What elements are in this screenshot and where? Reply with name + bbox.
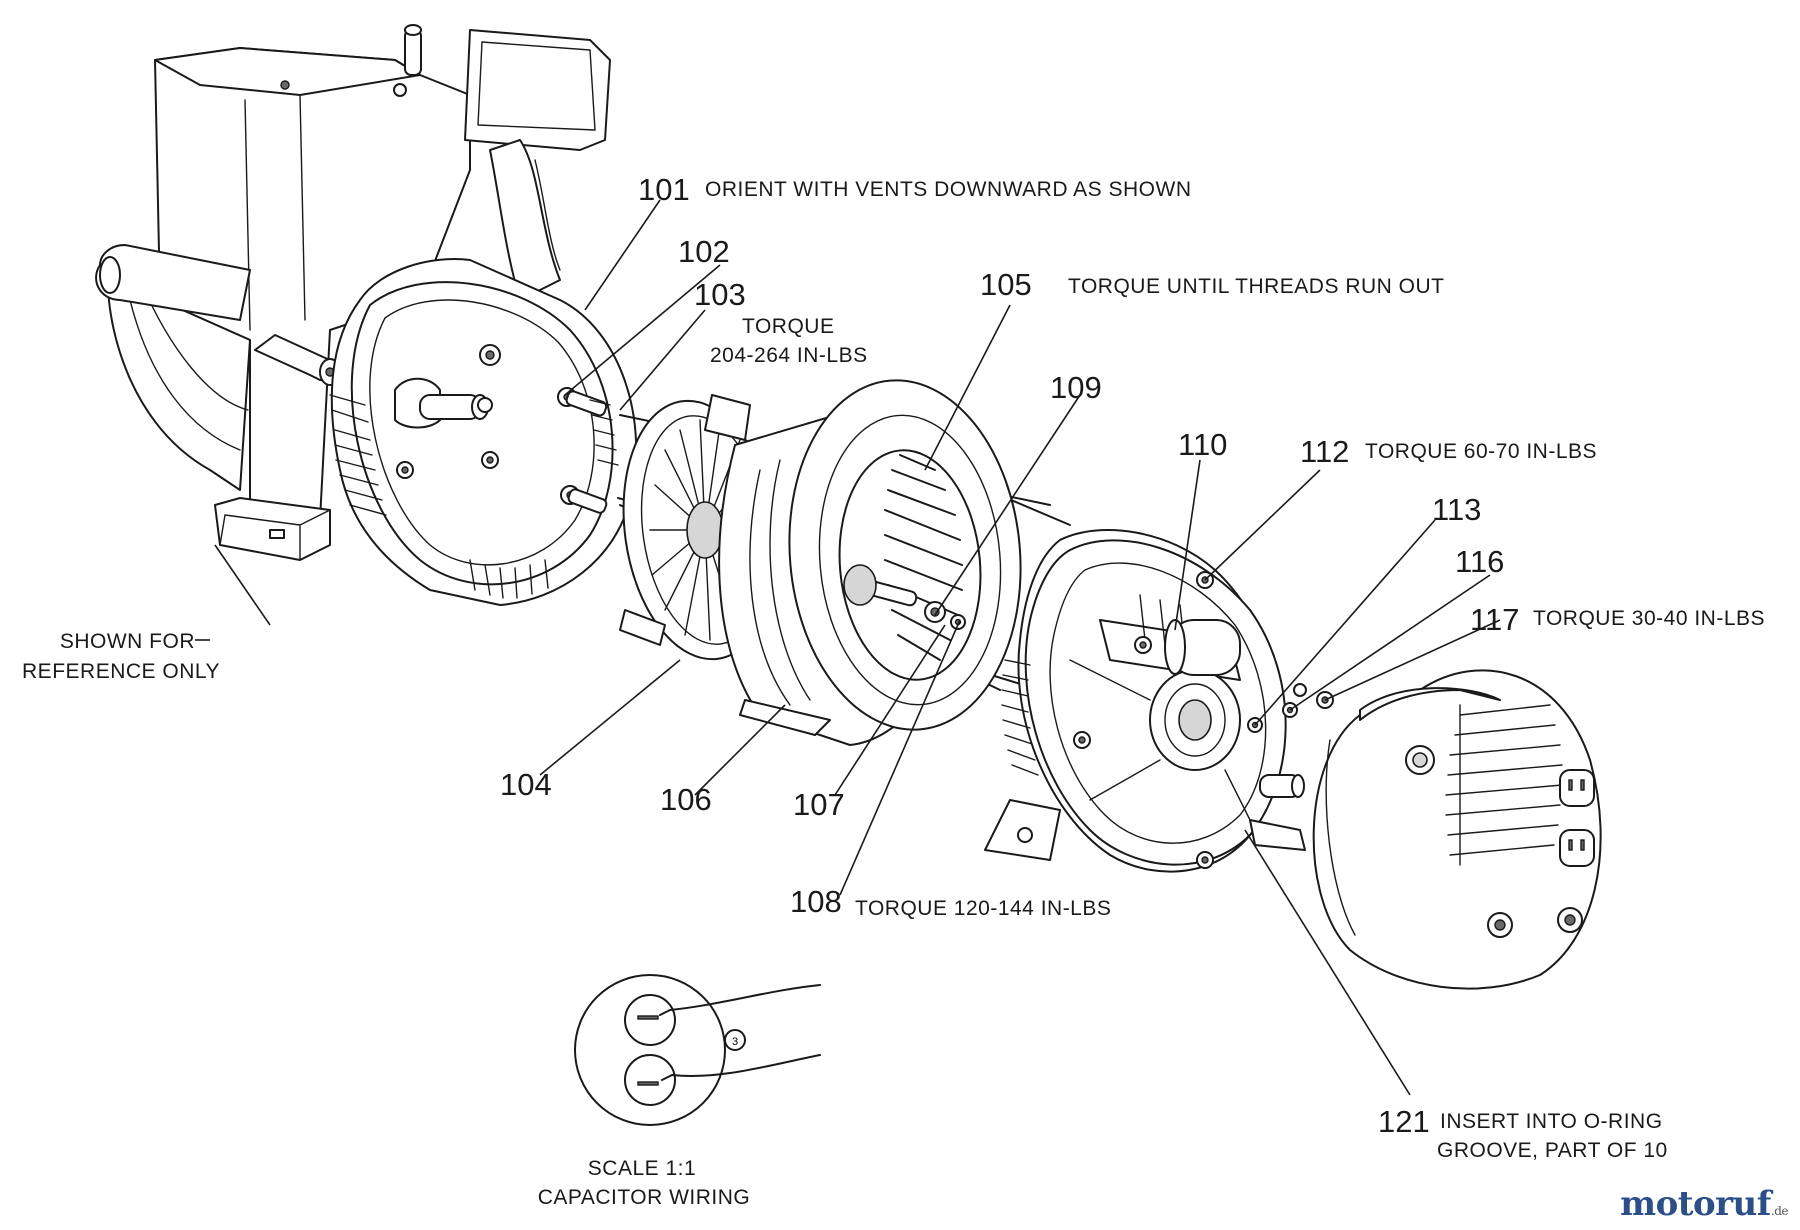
capacitor-scale-label: SCALE 1:1: [588, 1157, 696, 1180]
callout-103-number: 103: [694, 277, 746, 312]
watermark-text: motoruf: [1620, 1184, 1771, 1224]
callout-102-number: 102: [678, 234, 730, 269]
callout-117-number: 117: [1470, 602, 1519, 637]
capacitor-marker-label: 3: [732, 1036, 738, 1048]
engine-reference: [95, 24, 611, 561]
callout-110-number: 110: [1178, 427, 1227, 462]
callout-101-number: 101: [638, 172, 690, 207]
part-106-stator: [718, 379, 1022, 746]
callout-121-number: 121: [1378, 1104, 1430, 1139]
callout-117-note: TORQUE 30-40 IN-LBS: [1533, 607, 1765, 630]
watermark-logo: motoruf.de: [1620, 1184, 1788, 1224]
capacitor-wiring-label: CAPACITOR WIRING: [538, 1186, 751, 1209]
callout-121-note-line2: GROOVE, PART OF 10: [1437, 1139, 1668, 1162]
part-101-end-bell: [329, 258, 638, 606]
capacitor-detail: 3: [574, 974, 821, 1126]
callout-103-note: TORQUE: [742, 315, 834, 338]
callout-101-note: ORIENT WITH VENTS DOWNWARD AS SHOWN: [705, 178, 1192, 201]
leader-lines: [195, 199, 1501, 1096]
callout-105-number: 105: [980, 267, 1032, 302]
callout-103-note-line2: 204-264 IN-LBS: [710, 344, 868, 367]
callout-112-note: TORQUE 60-70 IN-LBS: [1365, 440, 1597, 463]
callout-121-note: INSERT INTO O-RING: [1440, 1110, 1663, 1133]
callout-107-number: 107: [793, 787, 845, 822]
callout-105-note: TORQUE UNTIL THREADS RUN OUT: [1068, 275, 1444, 298]
watermark-suffix: .de: [1770, 1204, 1789, 1218]
callout-104-number: 104: [500, 767, 552, 802]
callout-labels: 101 ORIENT WITH VENTS DOWNWARD AS SHOWN …: [22, 172, 1765, 1209]
reference-note-line2: REFERENCE ONLY: [22, 660, 220, 683]
callout-113-number: 113: [1432, 492, 1481, 527]
callout-108-note: TORQUE 120-144 IN-LBS: [855, 897, 1111, 920]
callout-106-number: 106: [660, 782, 712, 817]
part-110-rear-housing: [984, 529, 1334, 873]
callout-112-number: 112: [1300, 434, 1349, 469]
callout-108-number: 108: [790, 884, 842, 919]
end-cover: [1312, 669, 1602, 990]
callout-116-number: 116: [1455, 544, 1504, 579]
callout-109-number: 109: [1050, 370, 1102, 405]
reference-note-line1: SHOWN FOR: [60, 630, 195, 653]
